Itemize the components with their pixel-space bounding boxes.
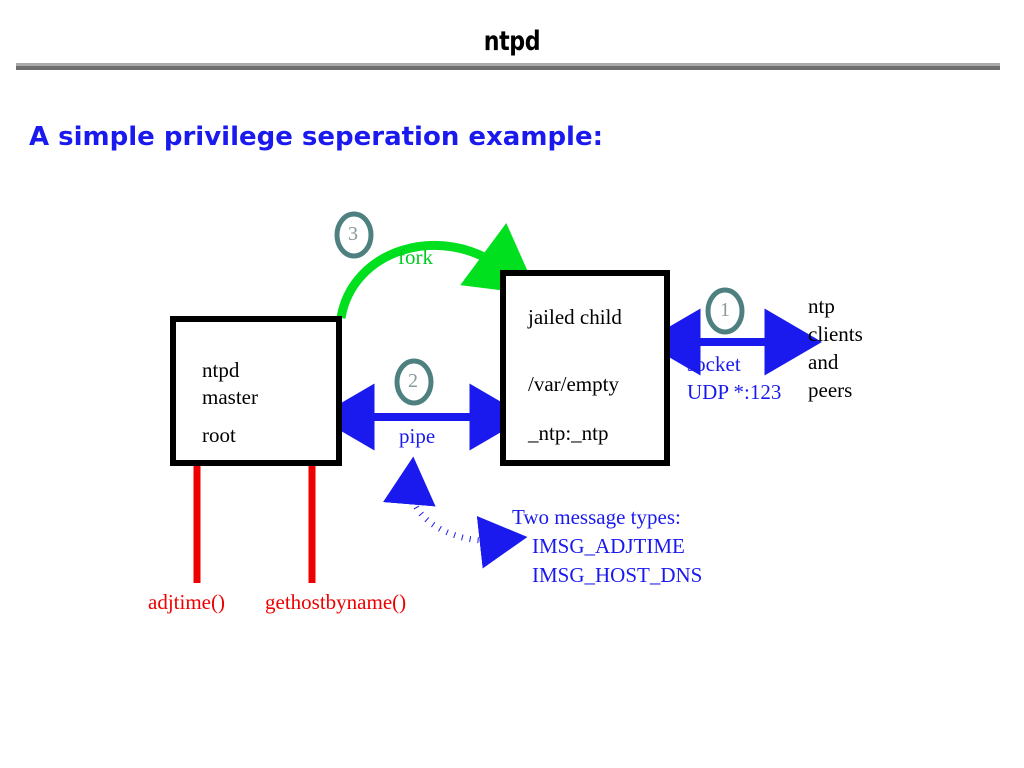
subtitle: A simple privilege seperation example: [29, 122, 603, 152]
fork-arrow [336, 222, 539, 319]
title-divider [16, 63, 1000, 70]
endpoint-line-3: and [808, 350, 839, 374]
child-line-1: jailed child [528, 305, 622, 329]
endpoint-line-1: ntp [808, 294, 835, 318]
marker-3-number: 3 [348, 223, 358, 245]
marker-2-number: 2 [408, 370, 418, 392]
process-box-ntpd-master: ntpd master root [170, 316, 342, 466]
endpoint-line-2: clients [808, 322, 863, 346]
page-title: ntpd [483, 26, 541, 57]
socket-label-line2: UDP *:123 [687, 380, 782, 404]
child-line-3: _ntp:_ntp [528, 421, 609, 445]
endpoint-line-4: peers [808, 378, 853, 402]
master-line-3: root [202, 423, 236, 447]
master-line-2: master [202, 385, 258, 409]
marker-2-ellipse [394, 358, 434, 406]
syscall-label-gethostbyname: gethostbyname() [265, 590, 407, 614]
message-type-item-2: IMSG_HOST_DNS [532, 563, 703, 587]
master-line-1: ntpd [202, 358, 240, 382]
fork-label: fork [398, 245, 433, 269]
pipe-label: pipe [399, 424, 436, 448]
child-line-2: /var/empty [528, 372, 619, 396]
message-type-item-1: IMSG_ADJTIME [532, 534, 685, 558]
socket-label-line1: socket [687, 352, 741, 376]
marker-1-number: 1 [720, 299, 730, 321]
divider-top-band [16, 63, 1000, 66]
process-box-jailed-child: jailed child /var/empty _ntp:_ntp [500, 270, 670, 466]
message-types-callout-arrow [383, 456, 528, 569]
syscall-label-adjtime: adjtime() [148, 590, 225, 614]
message-types-heading: Two message types: [512, 505, 681, 529]
divider-bottom-band [16, 66, 1000, 70]
marker-1-ellipse [705, 287, 745, 335]
marker-3-ellipse [334, 211, 374, 259]
